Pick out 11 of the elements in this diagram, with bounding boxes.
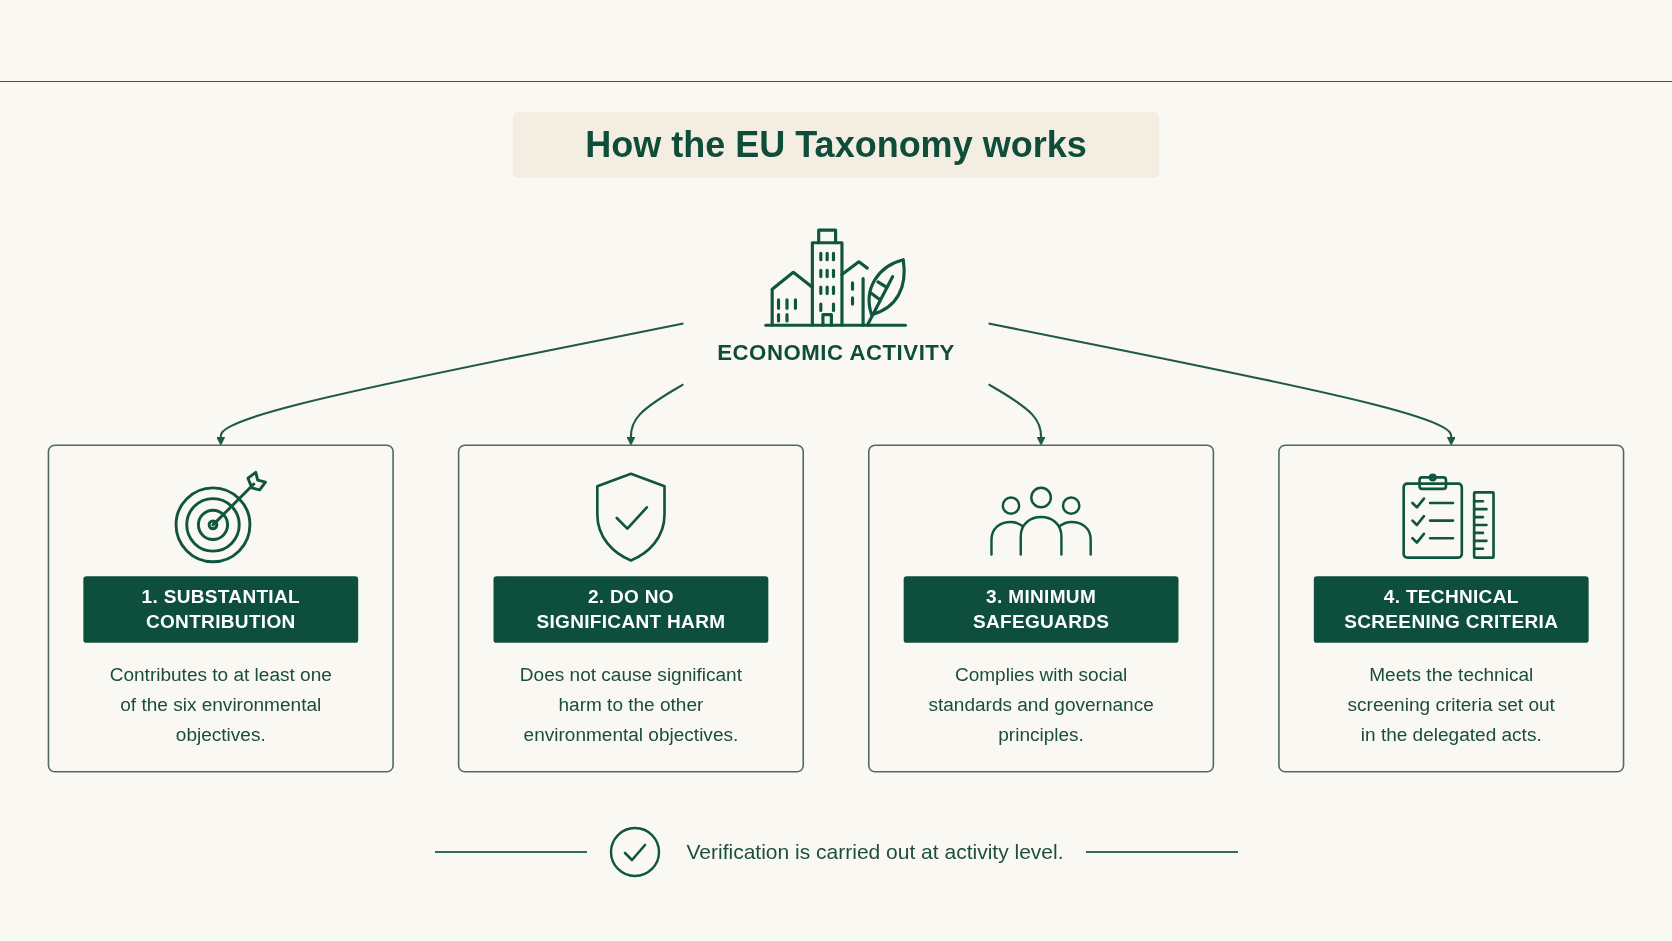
node-box: 2. DO NO SIGNIFICANT HARM Does not cause significant harm to the other environmental objectives.: [457, 444, 805, 773]
note-text: Verification is carried out at activity level.: [686, 840, 1064, 864]
arrow: [216, 322, 684, 446]
arrow: [988, 322, 1456, 446]
node-box: 3. MINIMUM SAFEGUARDS Complies with social standards and governance principles.: [867, 444, 1215, 773]
node-label: ECONOMIC ACTIVITY: [717, 340, 955, 365]
node-box: 1. SUBSTANTIAL CONTRIBUTION Contributes to at least one of the six environmental objectives.: [47, 444, 394, 773]
node-box: 4. TECHNICAL SCREENING CRITERIA Meets the technical screening criteria set out in the delegated acts.: [1278, 444, 1625, 773]
title: How the EU Taxonomy works: [513, 112, 1159, 178]
arrow: [626, 383, 684, 446]
arrow: [988, 383, 1046, 446]
